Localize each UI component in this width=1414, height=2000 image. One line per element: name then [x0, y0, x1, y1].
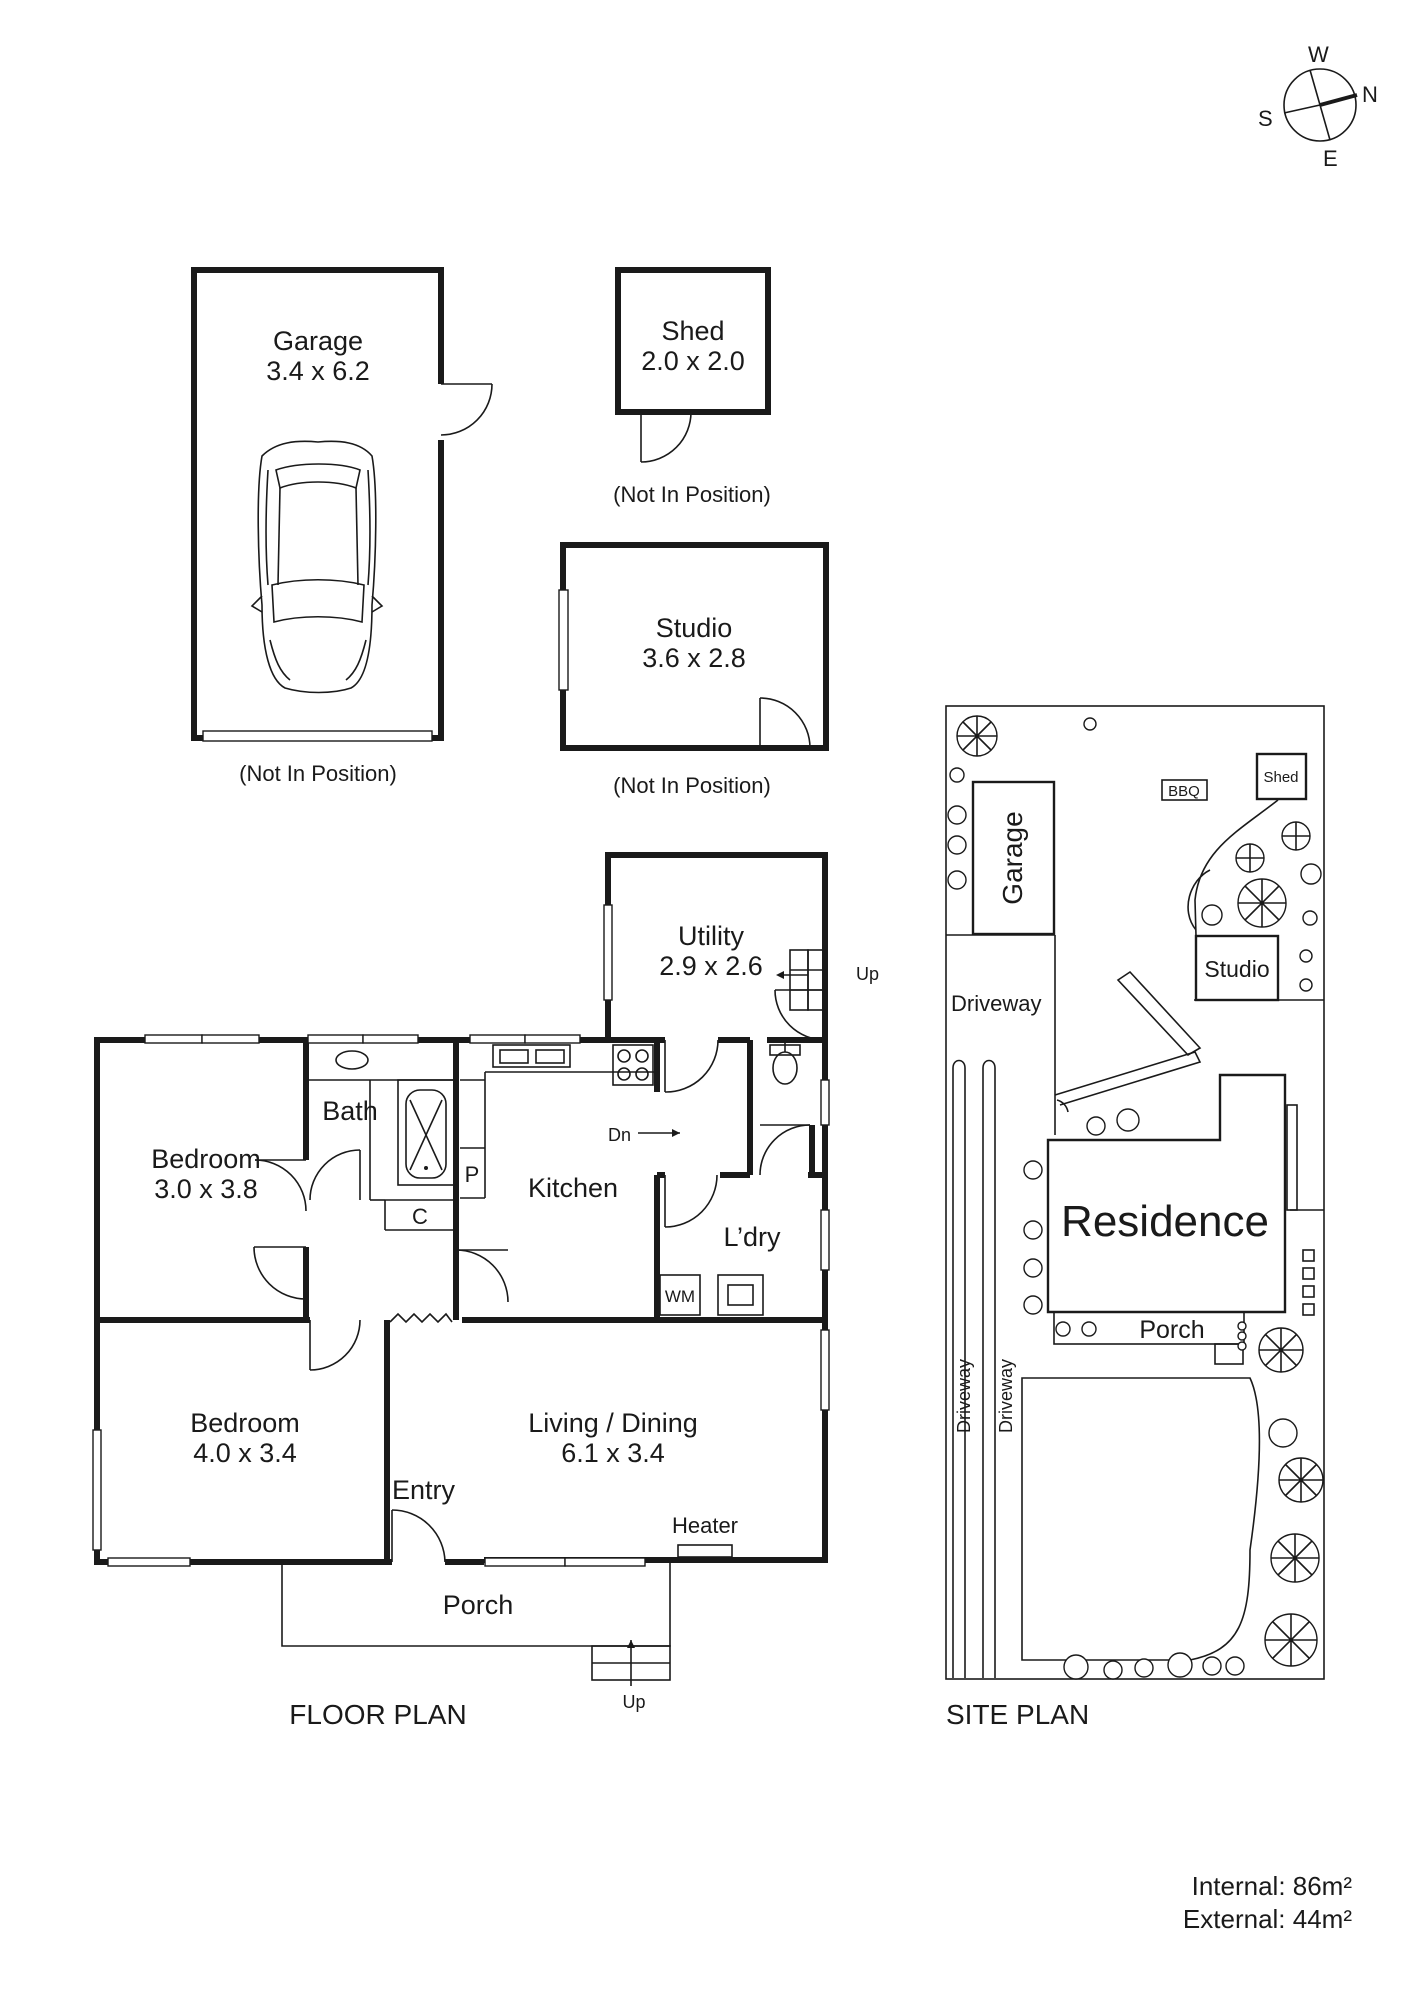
shed-note: (Not In Position) — [613, 482, 771, 507]
bath-label: Bath — [322, 1096, 378, 1126]
site-residence-label: Residence — [1061, 1197, 1269, 1246]
room-labels: Utility 2.9 x 2.6 Up Bedroom 3.0 x 3.8 B… — [151, 921, 879, 1730]
car-icon — [250, 440, 384, 694]
entry-label: Entry — [392, 1475, 456, 1505]
garage-room: Garage 3.4 x 6.2 (Not In Position) — [191, 267, 493, 786]
cupboard-label: C — [412, 1204, 428, 1229]
porch-label: Porch — [443, 1590, 514, 1620]
washing-machine-label: WM — [665, 1287, 695, 1306]
compass-north-label: N — [1362, 82, 1378, 107]
garage-label: Garage — [273, 326, 363, 356]
site-plan-title: SITE PLAN — [946, 1699, 1089, 1730]
site-plan: Garage BBQ Shed Studio Driveway Driveway… — [945, 705, 1325, 1730]
bedroom2-dims: 4.0 x 3.4 — [193, 1438, 297, 1468]
site-porch-label: Porch — [1139, 1316, 1204, 1344]
house-windows — [92, 904, 830, 1567]
bedroom2-label: Bedroom — [190, 1408, 300, 1438]
internal-area: Internal: 86m² — [1192, 1871, 1353, 1901]
kitchen-step-label: Dn — [608, 1125, 631, 1145]
site-bbq-label: BBQ — [1168, 783, 1200, 800]
bedroom1-dims: 3.0 x 3.8 — [154, 1174, 258, 1204]
floor-plan-title: FLOOR PLAN — [289, 1699, 466, 1730]
garage-dims: 3.4 x 6.2 — [266, 356, 370, 386]
studio-label: Studio — [656, 613, 733, 643]
living-label: Living / Dining — [528, 1408, 698, 1438]
area-summary: Internal: 86m² External: 44m² — [1183, 1871, 1352, 1934]
heater-label: Heater — [672, 1513, 738, 1538]
studio-note: (Not In Position) — [613, 773, 771, 798]
compass-east-label: E — [1323, 146, 1338, 171]
compass-south-label: S — [1258, 106, 1273, 131]
bedroom1-label: Bedroom — [151, 1144, 261, 1174]
shed-label: Shed — [661, 316, 724, 346]
utility-stair-label: Up — [856, 964, 879, 984]
site-studio-label: Studio — [1204, 956, 1269, 982]
compass-rose: W N S E — [1258, 42, 1378, 171]
external-area: External: 44m² — [1183, 1904, 1352, 1934]
garage-note: (Not In Position) — [239, 761, 397, 786]
utility-room — [608, 852, 828, 1040]
shed-dims: 2.0 x 2.0 — [641, 346, 745, 376]
compass-west-label: W — [1308, 42, 1329, 67]
pantry-label: P — [465, 1162, 480, 1187]
site-shed-label: Shed — [1263, 769, 1298, 786]
studio-room: Studio 3.6 x 2.8 (Not In Position) — [558, 542, 829, 798]
utility-label: Utility — [678, 921, 744, 951]
site-garage-label: Garage — [997, 811, 1028, 904]
site-driveway-v1: Driveway — [954, 1359, 974, 1433]
house-doors — [253, 989, 826, 1563]
site-driveway-v2: Driveway — [996, 1359, 1016, 1433]
shed-room: Shed 2.0 x 2.0 (Not In Position) — [613, 267, 771, 507]
tree-icon — [947, 715, 1324, 1680]
laundry-label: L’dry — [723, 1222, 781, 1252]
studio-dims: 3.6 x 2.8 — [642, 643, 746, 673]
living-dims: 6.1 x 3.4 — [561, 1438, 665, 1468]
porch-stair-label: Up — [622, 1692, 645, 1712]
utility-dims: 2.9 x 2.6 — [659, 951, 763, 981]
site-driveway-label: Driveway — [951, 991, 1041, 1016]
porch-area — [281, 1562, 671, 1686]
kitchen-label: Kitchen — [528, 1173, 618, 1203]
